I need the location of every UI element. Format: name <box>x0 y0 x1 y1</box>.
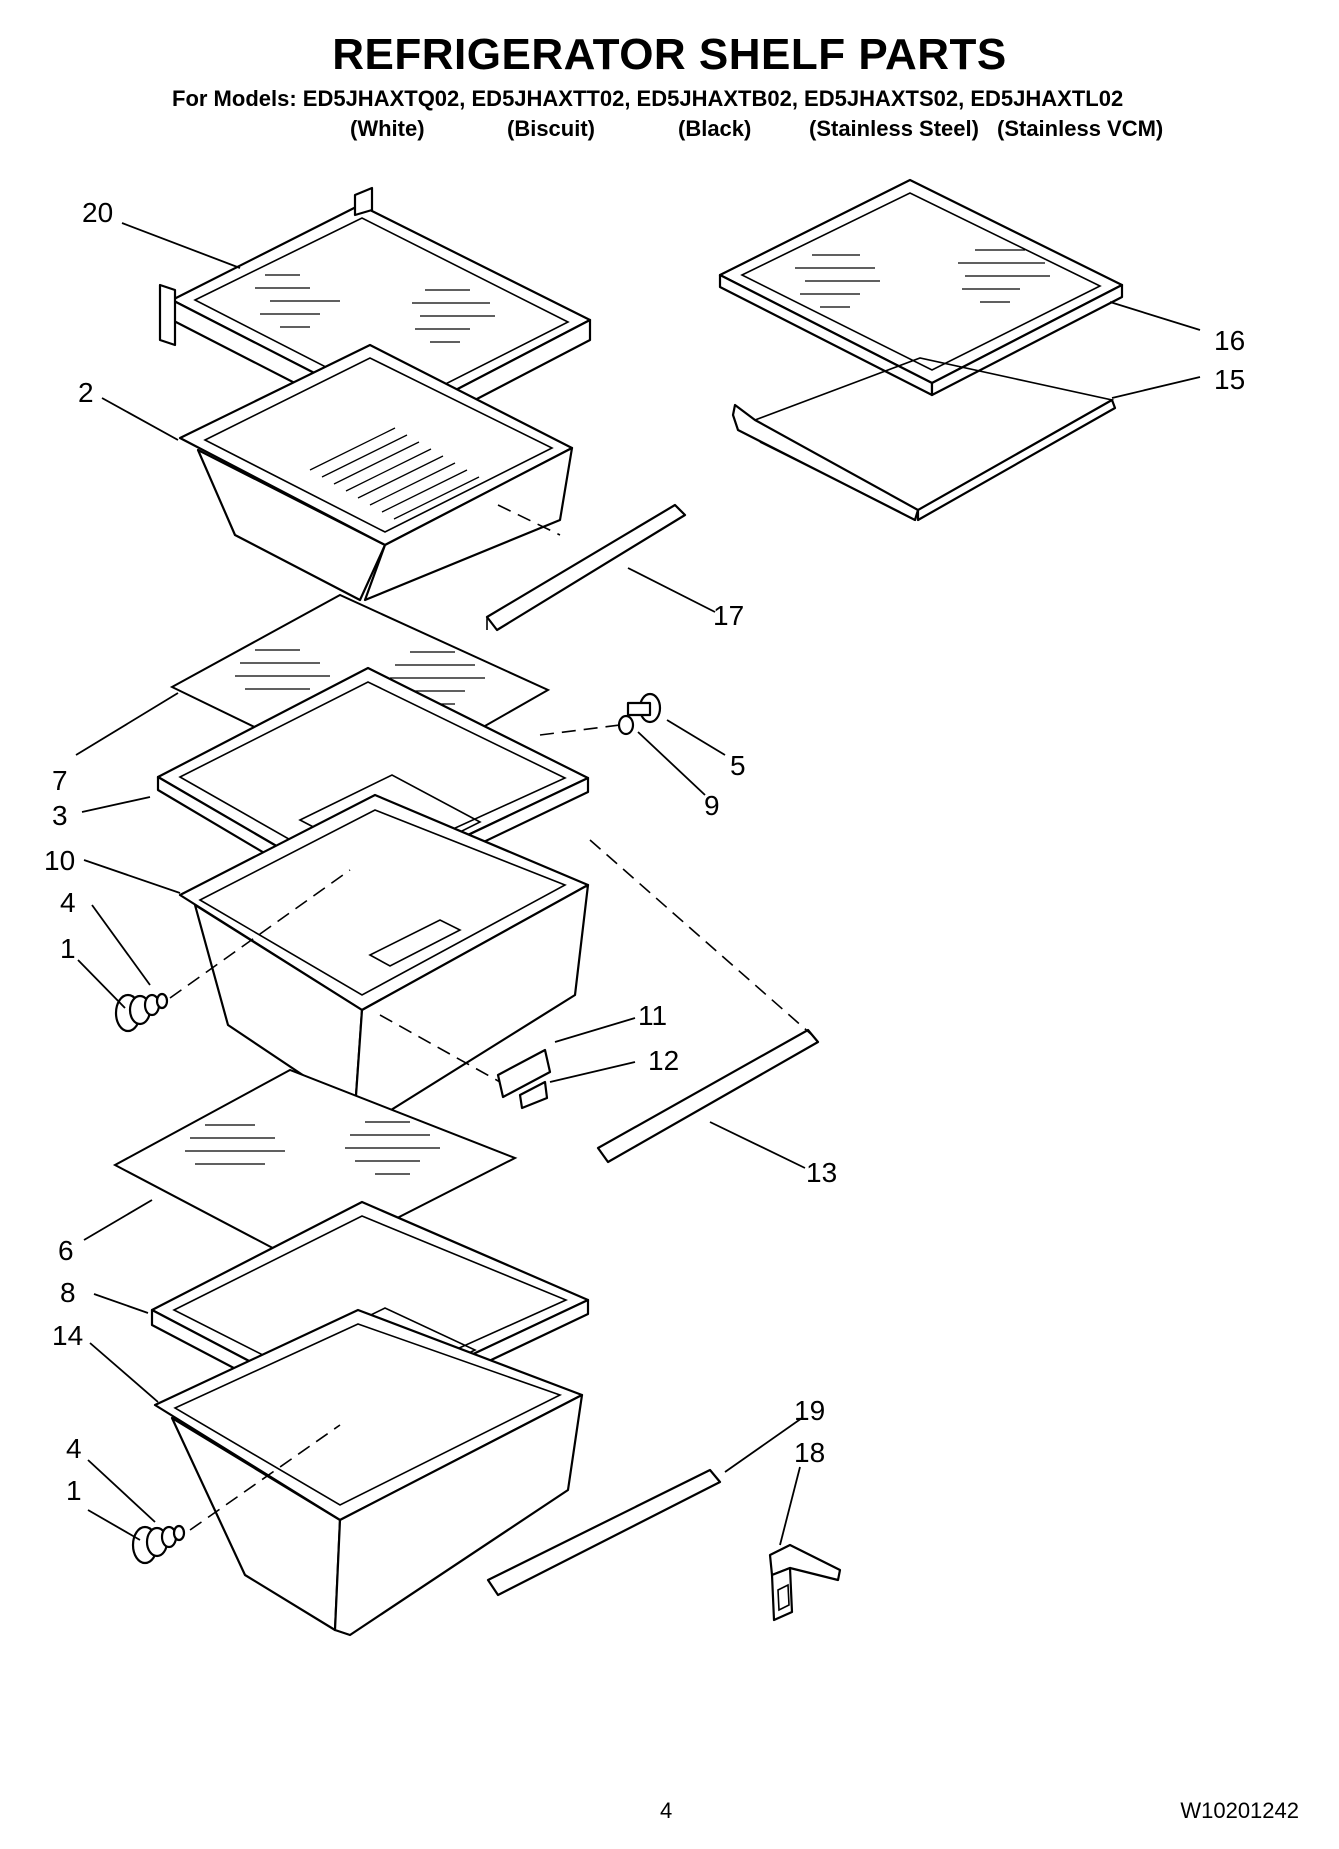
callout-4-upper: 4 <box>60 887 76 918</box>
leader-lines <box>75 222 1201 1546</box>
callout-6: 6 <box>58 1235 74 1266</box>
page-title: REFRIGERATOR SHELF PARTS <box>332 30 1007 79</box>
part-6-glass-panel <box>112 1068 518 1267</box>
variant-white: (White) <box>350 116 425 141</box>
page-number: 4 <box>660 1798 673 1823</box>
variant-biscuit: (Biscuit) <box>507 116 595 141</box>
variant-stainless-steel: (Stainless Steel) <box>809 116 979 141</box>
part-16-glass-shelf <box>718 178 1124 397</box>
assembly-lines <box>169 504 813 1531</box>
callout-12: 12 <box>648 1045 679 1076</box>
callout-14: 14 <box>52 1320 83 1351</box>
part-17-trim-strip <box>485 503 687 632</box>
callouts: 20 2 16 15 17 7 5 9 3 10 4 1 11 12 13 6 … <box>44 197 1245 1506</box>
callout-1-upper: 1 <box>60 933 76 964</box>
callout-15: 15 <box>1214 364 1245 395</box>
part-1-4-roller-lower <box>131 1524 186 1565</box>
callout-13: 13 <box>806 1157 837 1188</box>
callout-7: 7 <box>52 765 68 796</box>
callout-3: 3 <box>52 800 68 831</box>
callout-4-lower: 4 <box>66 1433 82 1464</box>
callout-9: 9 <box>704 790 720 821</box>
callout-20: 20 <box>82 197 113 228</box>
part-15-shelf-frame <box>731 357 1117 522</box>
part-10-middle-drawer <box>178 793 590 1122</box>
part-18-clip <box>768 1543 842 1622</box>
part-11-12-clips <box>496 1048 552 1110</box>
model-list: For Models: ED5JHAXTQ02, ED5JHAXTT02, ED… <box>172 86 1124 111</box>
callout-16: 16 <box>1214 325 1245 356</box>
callout-19: 19 <box>794 1395 825 1426</box>
callout-10: 10 <box>44 845 75 876</box>
part-2-top-drawer <box>178 343 574 602</box>
part-13-trim-strip <box>596 1028 820 1164</box>
part-14-bottom-drawer <box>153 1308 584 1637</box>
callout-11: 11 <box>638 1000 667 1031</box>
variant-stainless-vcm: (Stainless VCM) <box>997 116 1164 141</box>
part-5-9-hardware <box>617 692 662 736</box>
callout-2: 2 <box>78 377 94 408</box>
part-1-4-roller-upper <box>114 992 169 1033</box>
callout-5: 5 <box>730 750 746 781</box>
model-variants: (White) (Biscuit) (Black) (Stainless Ste… <box>0 116 1339 146</box>
part-19-trim-strip <box>486 1468 722 1597</box>
variant-black: (Black) <box>678 116 752 141</box>
document-number: W10201242 <box>1180 1798 1299 1823</box>
callout-8: 8 <box>60 1277 76 1308</box>
callout-17: 17 <box>713 600 744 631</box>
callout-1-lower: 1 <box>66 1475 82 1506</box>
callout-18: 18 <box>794 1437 825 1468</box>
